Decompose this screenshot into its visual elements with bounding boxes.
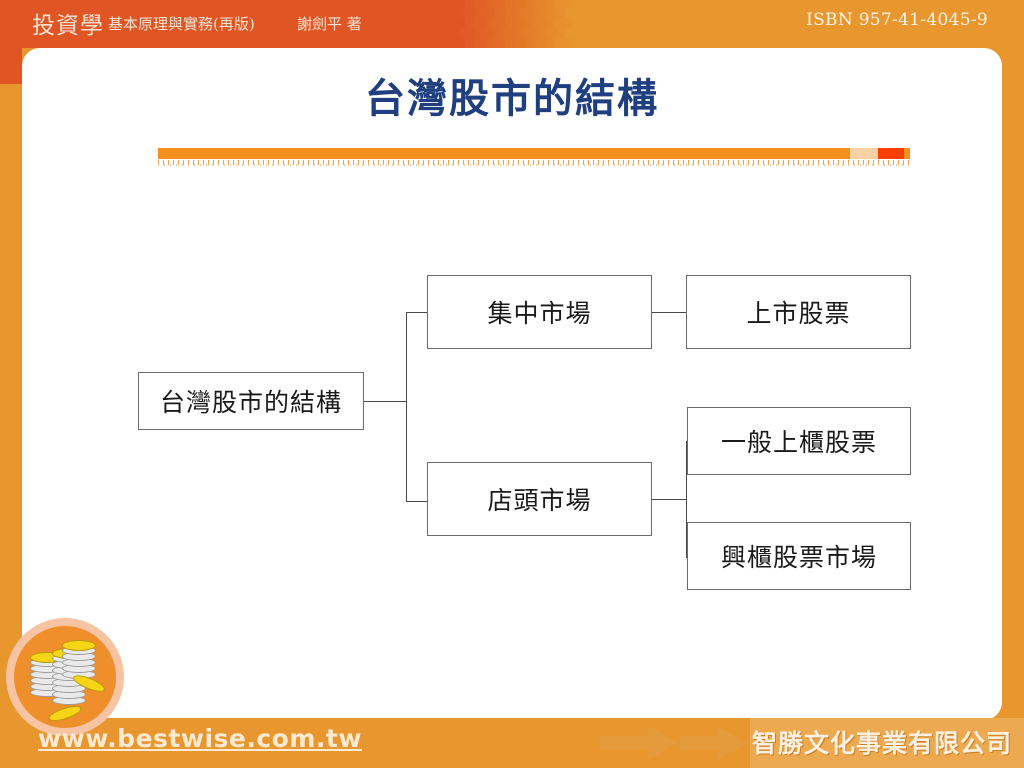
- node-central-market[interactable]: 集中市場: [427, 275, 652, 349]
- divider-dots-fine: [158, 164, 910, 166]
- double-arrow-icon: [600, 720, 760, 766]
- node-listed-stocks[interactable]: 上市股票: [686, 275, 911, 349]
- divider-segment-red: [878, 148, 904, 159]
- divider-segment-orange: [158, 148, 850, 159]
- coin-stack-icon: [14, 626, 116, 728]
- divider-dots: [158, 160, 910, 165]
- connector-root-spine: [406, 312, 407, 502]
- node-emerging-stocks[interactable]: 興櫃股票市場: [687, 522, 911, 590]
- divider-segment-end: [904, 148, 910, 159]
- book-isbn: ISBN 957-41-4045-9: [806, 10, 988, 30]
- footer-bar-accent: [750, 718, 1024, 768]
- node-general-otc[interactable]: 一般上櫃股票: [687, 407, 911, 475]
- title-divider: [158, 148, 910, 166]
- connector-to-otc: [406, 501, 427, 502]
- connector-root-stub: [364, 401, 406, 402]
- connector-otc-spine: [686, 441, 687, 558]
- website-link[interactable]: www.bestwise.com.tw: [38, 724, 362, 753]
- publisher-name: 智勝文化事業有限公司: [752, 729, 1013, 758]
- slide-frame-left-red: [0, 0, 22, 84]
- node-root[interactable]: 台灣股市的結構: [138, 372, 364, 430]
- node-otc-market[interactable]: 店頭市場: [427, 462, 652, 536]
- connector-central-listed: [652, 312, 686, 313]
- page-title: 台灣股市的結構: [365, 76, 659, 122]
- divider-segment-peach: [850, 148, 878, 159]
- connector-otc-stub: [652, 499, 686, 500]
- book-author: 謝劍平 著: [297, 15, 362, 33]
- book-title: 投資學: [32, 13, 104, 39]
- checker-pattern-icon: [455, 0, 575, 48]
- book-subtitle: 基本原理與實務(再版): [108, 15, 255, 33]
- slide-frame-header-red: [0, 0, 470, 48]
- connector-to-central: [406, 312, 427, 313]
